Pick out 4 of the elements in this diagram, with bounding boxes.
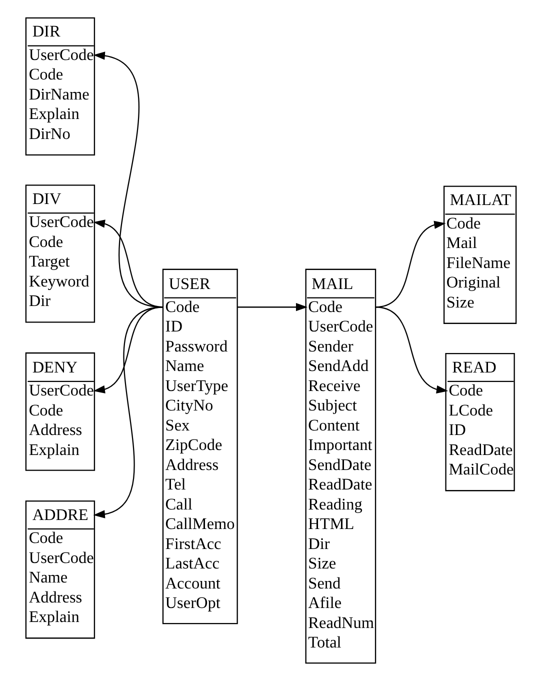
arrow: [375, 306, 448, 394]
arrow: [93, 306, 164, 518]
arrow: [93, 306, 164, 394]
arrow: [237, 303, 308, 312]
